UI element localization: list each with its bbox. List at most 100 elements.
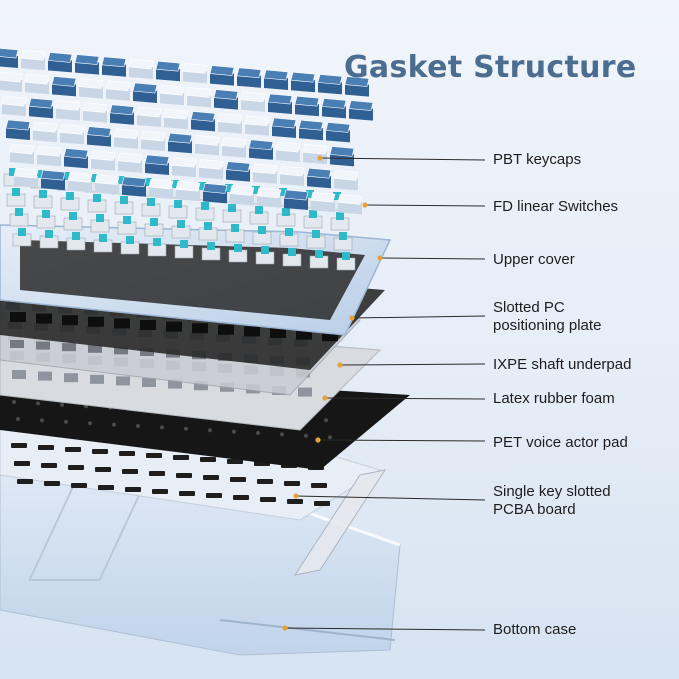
pet-dot [36, 401, 40, 406]
callout-dot [362, 202, 368, 208]
callout-dot [337, 362, 343, 368]
switch-stem [315, 250, 323, 258]
callout-dot [322, 395, 328, 401]
switch-stem [45, 230, 53, 238]
keycap-top [298, 119, 324, 131]
switch-stem [42, 210, 50, 218]
pcba-switch-socket [176, 473, 192, 478]
pcba-switch-socket [119, 451, 135, 456]
switch-stem [63, 172, 71, 180]
plate-cutout [12, 370, 26, 379]
keycap-top [175, 180, 201, 192]
plate-cutout [166, 321, 182, 332]
pet-dot [328, 435, 332, 440]
keycap-top [24, 73, 50, 85]
keycap-top [240, 91, 266, 103]
switch-stem [198, 182, 206, 190]
switch-stem [99, 234, 107, 242]
pcba-switch-socket [173, 455, 189, 460]
keycap-top [310, 191, 336, 203]
switch-stem [285, 228, 293, 236]
keycap-top [337, 194, 363, 205]
pcba-switch-socket [233, 495, 249, 500]
switch-stem [90, 174, 98, 182]
keycap-top [225, 161, 251, 172]
callout-lines [282, 155, 486, 631]
keycap-top [36, 145, 62, 157]
keycap-top [275, 141, 301, 153]
switch-stem [144, 178, 152, 186]
plate-cutout [142, 378, 156, 387]
keycap-top [1, 95, 27, 107]
keycap-top [148, 178, 174, 190]
pcba-switch-socket [149, 471, 165, 476]
plate-cutout [90, 374, 104, 384]
keycap-top [194, 135, 220, 146]
switch-stem [204, 222, 212, 230]
keycap-top [32, 121, 58, 133]
plate-cutout [88, 344, 102, 353]
plate-cutout [114, 318, 130, 329]
pet-dot [112, 422, 116, 427]
switch-stem [201, 202, 209, 210]
keycap-top [171, 156, 197, 168]
keycap-top [78, 78, 104, 89]
switch-stem [120, 196, 128, 204]
pcba-switch-socket [203, 475, 219, 480]
switch-stem [282, 208, 290, 216]
pet-dot [64, 419, 68, 424]
pcba-switch-socket [146, 453, 162, 458]
callout-dot [377, 255, 383, 261]
switch-stem [177, 220, 185, 228]
switch-stem [174, 200, 182, 208]
switch-stem [180, 240, 188, 248]
callout-dot [282, 625, 288, 631]
keycap-top [263, 69, 289, 81]
keycap-top [213, 89, 239, 100]
keycap-top [186, 87, 212, 98]
switch-stem [306, 190, 314, 198]
pcba-switch-socket [311, 483, 327, 488]
label-pcba-board: Single key slotted PCBA board [493, 483, 611, 518]
switch-stem [288, 248, 296, 256]
keycap-top [121, 176, 147, 188]
label-pbt-keycaps: PBT keycaps [493, 151, 582, 168]
switch-stem [339, 232, 347, 240]
switch-stem [342, 252, 350, 260]
plate-cutout [114, 346, 128, 355]
keycap-top [0, 48, 19, 59]
pcba-switch-socket [41, 463, 57, 468]
keycap-top [321, 98, 347, 109]
callout-line [295, 495, 486, 501]
pcba-switch-socket [200, 457, 216, 462]
plate-cutout [194, 381, 208, 391]
keycap-top [113, 128, 139, 140]
keycap-top [236, 67, 262, 79]
switch-stem [231, 224, 239, 232]
plate-cutout [218, 324, 234, 335]
keycaps-layer [0, 48, 374, 215]
callout-dot [293, 493, 299, 499]
pcba-switch-socket [95, 467, 111, 472]
switch-stem [150, 218, 158, 226]
label-slotted-pc-plate: Slotted PC positioning plate [493, 299, 602, 334]
keycap-top [163, 108, 189, 120]
pcba-switch-socket [125, 487, 141, 492]
switch-stem [279, 188, 287, 196]
callout-dot [315, 437, 321, 443]
switch-stem [261, 246, 269, 254]
pcba-switch-socket [17, 479, 33, 484]
keycap-top [202, 183, 228, 194]
callout-line [364, 204, 486, 207]
switch-stem [147, 198, 155, 206]
plate-cutout [116, 376, 130, 386]
switch-stem [126, 236, 134, 244]
pet-dot [160, 425, 164, 430]
keycap-top [217, 113, 243, 124]
pcba-switch-socket [98, 485, 114, 490]
switch-stem [171, 180, 179, 188]
callout-line [284, 627, 486, 631]
keycap-top [132, 82, 158, 94]
pcba-switch-socket [206, 493, 222, 498]
